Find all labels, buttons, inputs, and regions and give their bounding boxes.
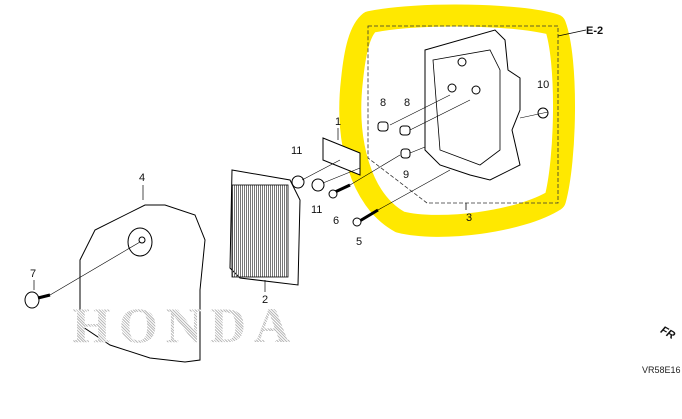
part-number-9[interactable]: 9 <box>403 169 410 181</box>
part-number-3[interactable]: 3 <box>466 212 473 224</box>
part-number-5[interactable]: 5 <box>356 236 363 248</box>
part-number-1[interactable]: 1 <box>335 116 342 128</box>
part-number-8[interactable]: 8 <box>380 97 387 109</box>
part-number-10[interactable]: 10 <box>537 79 550 91</box>
honda-watermark: HONDA <box>72 297 299 353</box>
part-number-11-second[interactable]: 11 <box>311 204 323 216</box>
highlight-circle <box>339 4 575 237</box>
part-number-2[interactable]: 2 <box>262 294 269 306</box>
diagram-code: VR58E16 <box>642 365 681 375</box>
reference-label[interactable]: E-2 <box>586 25 604 37</box>
part-number-4[interactable]: 4 <box>139 172 146 184</box>
part-number-11[interactable]: 11 <box>291 145 303 157</box>
part-number-6[interactable]: 6 <box>333 215 340 227</box>
part-number-7[interactable]: 7 <box>30 268 37 280</box>
part-number-8-second[interactable]: 8 <box>404 97 411 109</box>
